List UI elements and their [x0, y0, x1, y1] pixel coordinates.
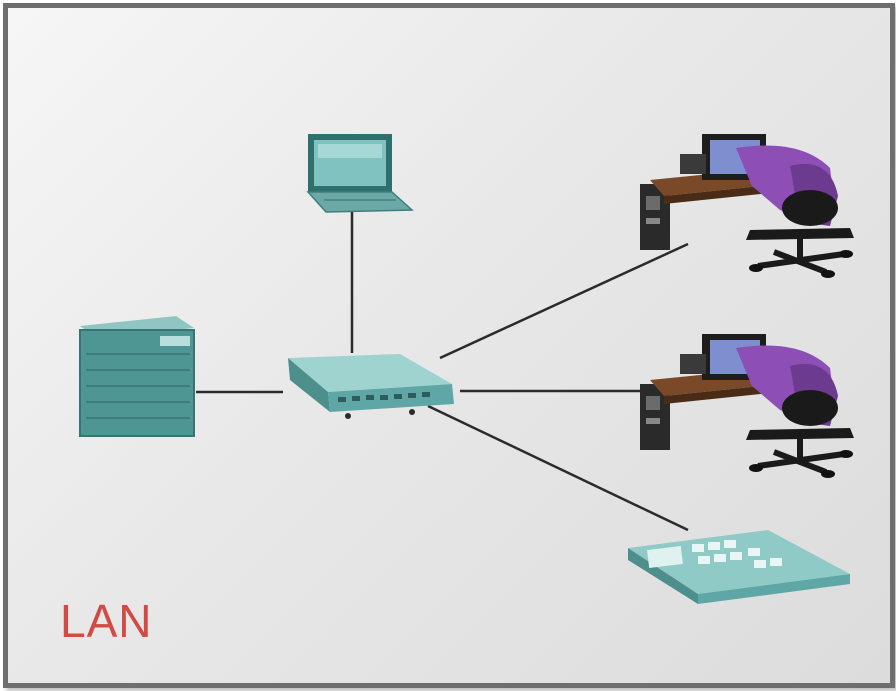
link-switch-ip-phone: [427, 404, 689, 532]
workstation-icon[interactable]: [640, 334, 854, 478]
lan-label: LAN: [60, 595, 153, 647]
server-icon[interactable]: [79, 316, 195, 437]
link-switch-workstation-1: [439, 242, 689, 360]
diagram-frame: LAN: [3, 3, 895, 688]
workstation-icon[interactable]: [640, 134, 854, 278]
switch-icon[interactable]: [288, 354, 454, 419]
ip-phone-icon[interactable]: [628, 530, 850, 604]
network-diagram: [79, 134, 854, 604]
laptop-icon[interactable]: [306, 134, 414, 213]
links: [196, 208, 689, 532]
